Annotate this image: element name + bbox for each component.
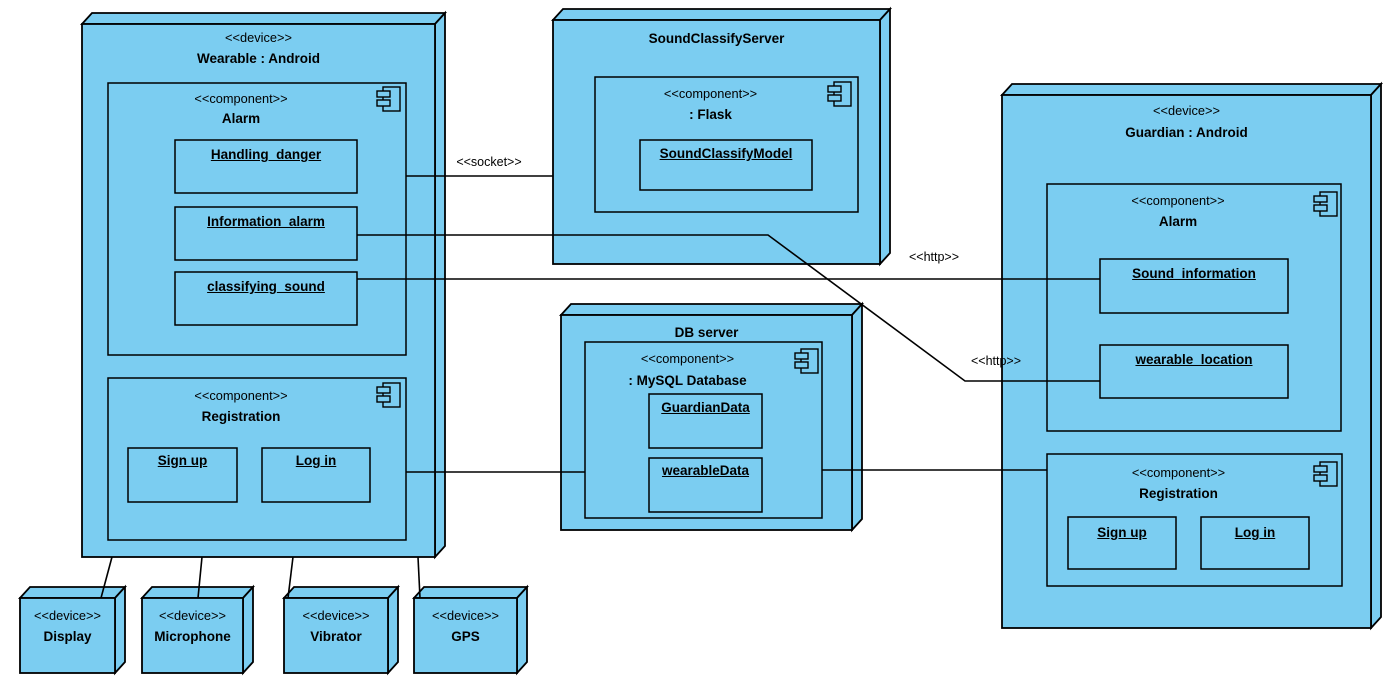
display-node-shape bbox=[17, 584, 128, 676]
guardiandata-box bbox=[648, 393, 763, 449]
classifying-sound-label: classifying_sound bbox=[207, 279, 325, 294]
wearable-stereotype: <<device>> bbox=[225, 30, 292, 45]
wearabledata-box bbox=[648, 457, 763, 513]
http-connector-location-label: <<http>> bbox=[970, 354, 1022, 368]
microphone-node-shape bbox=[139, 584, 256, 676]
vibrator-title: Vibrator bbox=[310, 629, 362, 644]
gps-stereotype: <<device>> bbox=[432, 608, 499, 623]
soundclassifyserver-title: SoundClassifyServer bbox=[648, 31, 785, 46]
wearable-login-label: Log in bbox=[295, 453, 337, 468]
guardian-signup-label: Sign up bbox=[1097, 525, 1147, 540]
wearable-location-label: wearable_location bbox=[1135, 352, 1253, 367]
information-alarm-label: Information_alarm bbox=[207, 214, 325, 229]
guardian-alarm-title: Alarm bbox=[1158, 214, 1198, 229]
guardian-login-box bbox=[1200, 516, 1310, 570]
vibrator-node-shape bbox=[281, 584, 401, 676]
microphone-connector bbox=[197, 556, 203, 599]
http-connector-sound-label: <<http>> bbox=[908, 250, 960, 264]
display-title: Display bbox=[43, 629, 92, 644]
gps-title: GPS bbox=[451, 629, 480, 644]
guardiandata-label: GuardianData bbox=[661, 400, 750, 415]
wearable-registration-stereotype: <<component>> bbox=[194, 388, 288, 403]
sound-information-box bbox=[1099, 258, 1289, 314]
wearable-title: Wearable : Android bbox=[196, 51, 321, 66]
sound-information-label: Sound_information bbox=[1132, 266, 1256, 281]
display-stereotype: <<device>> bbox=[34, 608, 101, 623]
vibrator-connector bbox=[287, 556, 294, 599]
component-icon bbox=[376, 382, 401, 408]
soundclassifymodel-label: SoundClassifyModel bbox=[659, 146, 793, 161]
display-connector bbox=[100, 556, 113, 599]
wearable-login-box bbox=[261, 447, 371, 503]
component-icon bbox=[376, 86, 401, 112]
guardian-title: Guardian : Android bbox=[1125, 125, 1248, 140]
guardian-login-label: Log in bbox=[1234, 525, 1276, 540]
guardian-alarm-stereotype: <<component>> bbox=[1131, 193, 1225, 208]
wearable-alarm-stereotype: <<component>> bbox=[194, 91, 288, 106]
wearable-signup-label: Sign up bbox=[157, 453, 208, 468]
component-icon bbox=[794, 348, 819, 374]
component-icon bbox=[827, 81, 852, 107]
guardian-registration-stereotype: <<component>> bbox=[1131, 465, 1226, 480]
mysql-title: : MySQL Database bbox=[628, 373, 747, 388]
socket-connector-label: <<socket>> bbox=[456, 155, 522, 169]
mysql-stereotype: <<component>> bbox=[640, 351, 735, 366]
wearable-signup-box bbox=[127, 447, 238, 503]
microphone-stereotype: <<device>> bbox=[159, 608, 226, 623]
http-connector-location bbox=[357, 234, 1100, 382]
classifying-sound-box bbox=[174, 271, 358, 326]
handling-danger-box bbox=[174, 139, 358, 194]
dbserver-title: DB server bbox=[674, 325, 739, 340]
flask-title: : Flask bbox=[689, 107, 732, 122]
wearable-alarm-title: Alarm bbox=[221, 111, 261, 126]
flask-stereotype: <<component>> bbox=[663, 86, 758, 101]
gps-node-shape bbox=[411, 584, 530, 676]
component-icon bbox=[1313, 461, 1338, 487]
wearable-registration-title: Registration bbox=[201, 409, 281, 424]
guardian-signup-box bbox=[1067, 516, 1177, 570]
vibrator-stereotype: <<device>> bbox=[302, 608, 370, 623]
guardian-stereotype: <<device>> bbox=[1153, 103, 1220, 118]
handling-danger-label: Handling_danger bbox=[210, 147, 322, 162]
microphone-title: Microphone bbox=[154, 629, 231, 644]
guardian-registration-title: Registration bbox=[1139, 486, 1218, 501]
component-icon bbox=[1313, 191, 1338, 217]
wearabledata-label: wearableData bbox=[661, 463, 750, 478]
information-alarm-box bbox=[174, 206, 358, 261]
wearable-location-box bbox=[1099, 344, 1289, 399]
gps-connector bbox=[417, 556, 421, 599]
soundclassifymodel-box bbox=[639, 139, 813, 191]
